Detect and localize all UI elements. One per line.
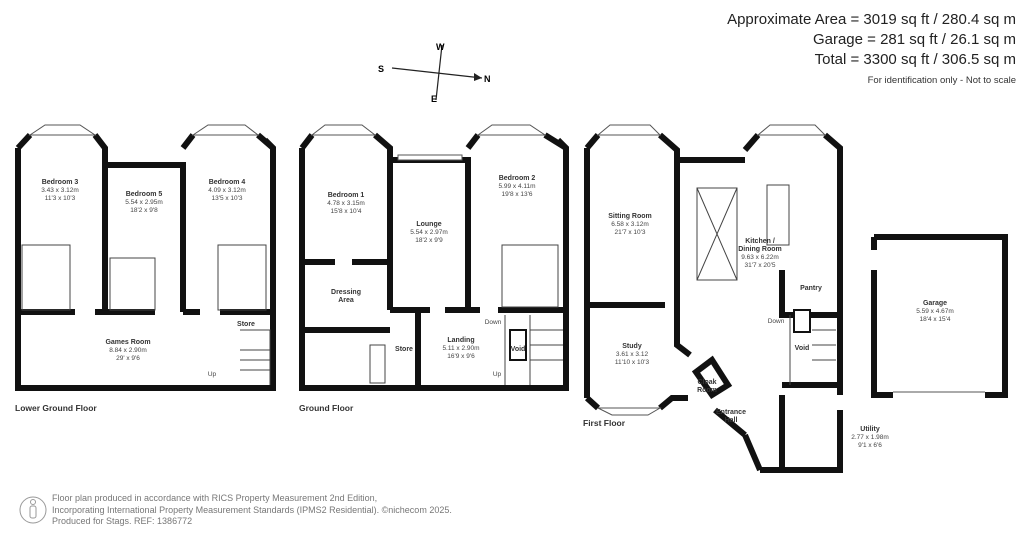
room-dimensions-imperial: 19'8 x 13'6 — [501, 191, 532, 198]
person-logo-icon — [19, 496, 47, 524]
compass-n: N — [484, 74, 491, 84]
room-name: Void — [511, 346, 526, 353]
room-dimensions-metric: 3.61 x 3.12 — [616, 351, 649, 358]
room-name: Garage — [923, 300, 947, 307]
room-dimensions-imperial: 15'8 x 10'4 — [330, 208, 361, 215]
room-dimensions-metric: 4.09 x 3.12m — [208, 187, 246, 194]
compass-w: W — [436, 42, 445, 52]
room-name: Lounge — [416, 221, 441, 228]
total-area: Total = 3300 sq ft / 306.5 sq m — [814, 51, 1016, 68]
footer-line: Produced for Stags. REF: 1386772 — [52, 516, 193, 526]
room-dimensions-imperial: 29' x 9'6 — [116, 355, 140, 362]
room-name: Hall — [725, 417, 738, 424]
room-dimensions-metric: 5.59 x 4.67m — [916, 308, 954, 315]
room-name: Study — [622, 343, 642, 350]
room-name: Entrance — [716, 409, 746, 416]
compass: S N W E — [378, 42, 491, 104]
footer-line: Incorporating International Property Mea… — [52, 504, 452, 515]
room-name: Store — [395, 346, 413, 353]
room-dimensions-metric: 5.11 x 2.90m — [442, 345, 479, 352]
floor-label: Ground Floor — [299, 403, 354, 413]
floor-label: Lower Ground Floor — [15, 403, 97, 413]
room-name: Area — [338, 297, 354, 304]
room-name: Utility — [860, 426, 880, 433]
room-dimensions-imperial: 18'2 x 9'8 — [130, 207, 158, 214]
room-dimensions-metric: 5.54 x 2.95m — [125, 199, 163, 206]
stairs-label: Up — [208, 371, 217, 378]
approximate-area: Approximate Area = 3019 sq ft / 280.4 sq… — [727, 11, 1016, 28]
room-name: Sitting Room — [608, 213, 652, 220]
room-name: Bedroom 4 — [209, 179, 246, 186]
floor-label: First Floor — [583, 418, 626, 428]
room-name: Store — [237, 321, 255, 328]
scale-note: For identification only - Not to scale — [867, 75, 1016, 86]
room-dimensions-metric: 5.99 x 4.11m — [498, 183, 535, 190]
room-dimensions-imperial: 11'10 x 10'3 — [615, 359, 650, 366]
compass-s: S — [378, 64, 384, 74]
room-dimensions-metric: 9.63 x 6.22m — [741, 254, 779, 261]
room-name: Bedroom 2 — [499, 175, 536, 182]
room-name: Games Room — [105, 339, 150, 346]
room-dimensions-imperial: 31'7 x 20'5 — [744, 262, 775, 269]
room-name: Cloak — [697, 379, 716, 386]
room-dimensions-imperial: 18'4 x 15'4 — [919, 316, 950, 323]
room-dimensions-metric: 5.54 x 2.97m — [410, 229, 448, 236]
room-dimensions-imperial: 21'7 x 10'3 — [614, 229, 645, 236]
stairs-label: Up — [493, 371, 502, 378]
room-name: Bedroom 1 — [328, 192, 365, 199]
lower-ground-floor: Bedroom 3 3.43 x 3.12m 11'3 x 10'3 Bedro… — [15, 124, 276, 413]
room-dimensions-metric: 8.84 x 2.90m — [109, 347, 147, 354]
room-dimensions-imperial: 16'9 x 9'6 — [447, 353, 475, 360]
stairs-label: Down — [485, 319, 502, 326]
room-name: Void — [795, 345, 810, 352]
footer-disclaimer: Floor plan produced in accordance with R… — [52, 493, 452, 528]
stairs-label: Down — [768, 318, 785, 325]
footer-line: Floor plan produced in accordance with R… — [52, 493, 378, 503]
room-dimensions-metric: 6.58 x 3.12m — [611, 221, 649, 228]
garage-area: Garage = 281 sq ft / 26.1 sq m — [812, 31, 1016, 48]
room-dimensions-metric: 3.43 x 3.12m — [41, 187, 79, 194]
ground-floor: Bedroom 1 4.78 x 3.15m 15'8 x 10'4 Loung… — [299, 124, 569, 413]
room-name: Pantry — [800, 285, 822, 292]
room-name: Bedroom 5 — [126, 191, 163, 198]
first-floor: Sitting Room 6.58 x 3.12m 21'7 x 10'3 St… — [583, 124, 1008, 473]
room-dimensions-imperial: 13'5 x 10'3 — [211, 195, 242, 202]
room-name: Landing — [447, 337, 474, 344]
room-name: Kitchen / — [745, 238, 775, 245]
room-name: Bedroom 3 — [42, 179, 79, 186]
compass-e: E — [431, 94, 437, 104]
room-dimensions-metric: 4.78 x 3.15m — [327, 200, 365, 207]
room-name: Dining Room — [738, 246, 782, 253]
room-name: Dressing — [331, 289, 361, 296]
room-dimensions-metric: 2.77 x 1.98m — [851, 434, 889, 441]
room-name: Room — [697, 387, 717, 394]
room-dimensions-imperial: 18'2 x 9'9 — [415, 237, 443, 244]
room-dimensions-imperial: 11'3 x 10'3 — [45, 195, 76, 202]
room-dimensions-imperial: 9'1 x 6'6 — [858, 442, 882, 449]
